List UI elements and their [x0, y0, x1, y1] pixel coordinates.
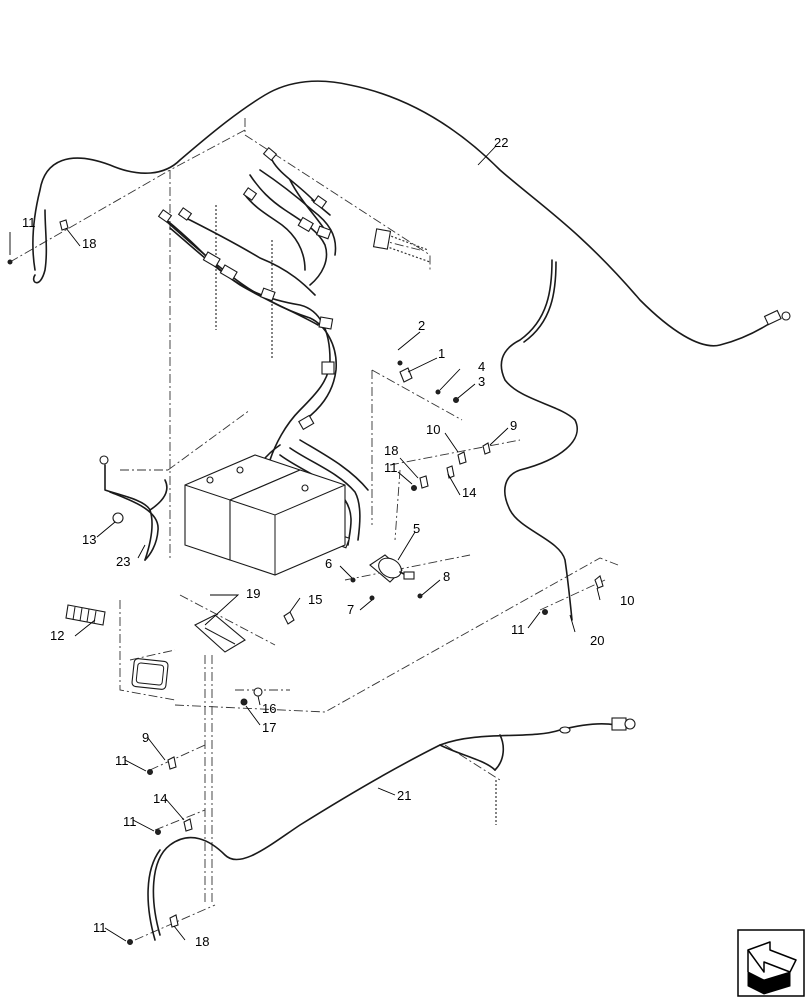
main-harness: [157, 146, 392, 549]
callout-18: 18: [195, 934, 209, 949]
callout-labels: 22 11 18 2 1 4 3 10 9 18 11 14 5 6 8 7 1…: [22, 135, 634, 949]
callout-22: 22: [494, 135, 508, 150]
callout-5: 5: [413, 521, 420, 536]
callout-16: 16: [262, 701, 276, 716]
cable-20: [500, 259, 578, 621]
reference-lines: [9, 118, 619, 941]
callout-11: 11: [511, 622, 525, 637]
callout-23: 23: [116, 554, 130, 569]
callout-8: 8: [443, 569, 450, 584]
callout-13: 13: [82, 532, 96, 547]
callout-14: 14: [153, 791, 167, 806]
cable-23: [99, 455, 168, 561]
callout-9: 9: [510, 418, 517, 433]
callout-10: 10: [426, 422, 440, 437]
callout-14: 14: [462, 485, 476, 500]
leader-lines: [9, 145, 601, 942]
view-direction-arrow-icon: [737, 929, 805, 997]
callout-20: 20: [590, 633, 604, 648]
callout-11: 11: [115, 753, 129, 768]
callout-11: 11: [22, 215, 36, 230]
callout-18: 18: [384, 443, 398, 458]
callout-11: 11: [384, 460, 398, 475]
batteries: [184, 454, 346, 576]
callout-21: 21: [397, 788, 411, 803]
callout-17: 17: [262, 720, 276, 735]
callout-18: 18: [82, 236, 96, 251]
callout-9: 9: [142, 730, 149, 745]
callout-11: 11: [93, 920, 107, 935]
callout-2: 2: [418, 318, 425, 333]
callout-12: 12: [50, 628, 64, 643]
cable-22: [32, 80, 791, 347]
callout-11: 11: [123, 814, 137, 829]
callout-10: 10: [620, 593, 634, 608]
solenoid-5: [369, 554, 415, 583]
callout-19: 19: [246, 586, 260, 601]
callout-3: 3: [478, 374, 485, 389]
callout-1: 1: [438, 346, 445, 361]
cable-21: [147, 717, 636, 941]
callout-6: 6: [325, 556, 332, 571]
callout-7: 7: [347, 602, 354, 617]
small-parts: [7, 219, 604, 945]
callout-15: 15: [308, 592, 322, 607]
callout-4: 4: [478, 359, 485, 374]
